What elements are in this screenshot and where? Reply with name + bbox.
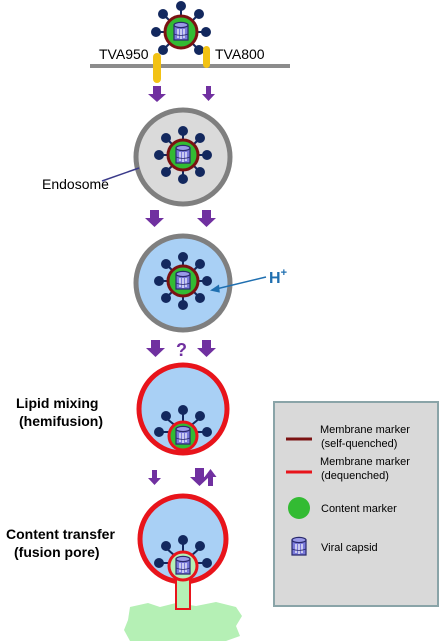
lipid-mixing-title: Lipid mixing (16, 395, 98, 411)
label-tva800: TVA800 (215, 46, 265, 62)
legend-dequenched-line1: Membrane marker (320, 456, 410, 468)
receptor-tva950 (153, 53, 161, 83)
viral-capsid-icon (175, 425, 191, 445)
question-mark: ? (176, 340, 187, 360)
arrows-4 (148, 468, 217, 486)
legend-capsid-icon (291, 536, 307, 556)
viral-capsid-icon (175, 555, 191, 575)
proton-arrow (211, 276, 267, 291)
legend-content-label: Content marker (321, 503, 397, 515)
legend-box: Membrane marker (self-quenched) Membrane… (273, 401, 439, 607)
arrows-1 (148, 86, 215, 102)
legend-swatch-content (288, 497, 310, 519)
stage-acidification: H+ (133, 233, 287, 333)
legend-dequenched-line2: (dequenched) (321, 470, 389, 482)
legend-capsid-label: Viral capsid (321, 542, 378, 554)
endosome-pointer (101, 167, 140, 182)
label-tva950: TVA950 (99, 46, 149, 62)
receptor-tva800 (203, 46, 210, 68)
stage-content-transfer: Content transfer (fusion pore) (6, 493, 242, 641)
arrows-2 (145, 210, 216, 227)
content-transfer-title: Content transfer (6, 526, 115, 542)
viral-capsid-icon (175, 144, 191, 164)
arrows-3 (146, 340, 216, 357)
viral-capsid-icon (173, 21, 189, 41)
cytoplasm-region (124, 602, 242, 641)
viral-capsid-icon (175, 270, 191, 290)
legend-quenched-line2: (self-quenched) (321, 438, 397, 450)
lipid-mixing-subtitle: (hemifusion) (19, 413, 103, 429)
stage-lipid-mixing: Lipid mixing (hemifusion) (16, 362, 230, 456)
content-transfer-subtitle: (fusion pore) (14, 544, 100, 560)
stage-endosome: Endosome (42, 107, 233, 207)
stage-binding: TVA950 TVA800 (90, 1, 290, 83)
legend-quenched-line1: Membrane marker (320, 424, 410, 436)
label-proton: H+ (269, 267, 287, 287)
label-endosome: Endosome (42, 176, 109, 192)
